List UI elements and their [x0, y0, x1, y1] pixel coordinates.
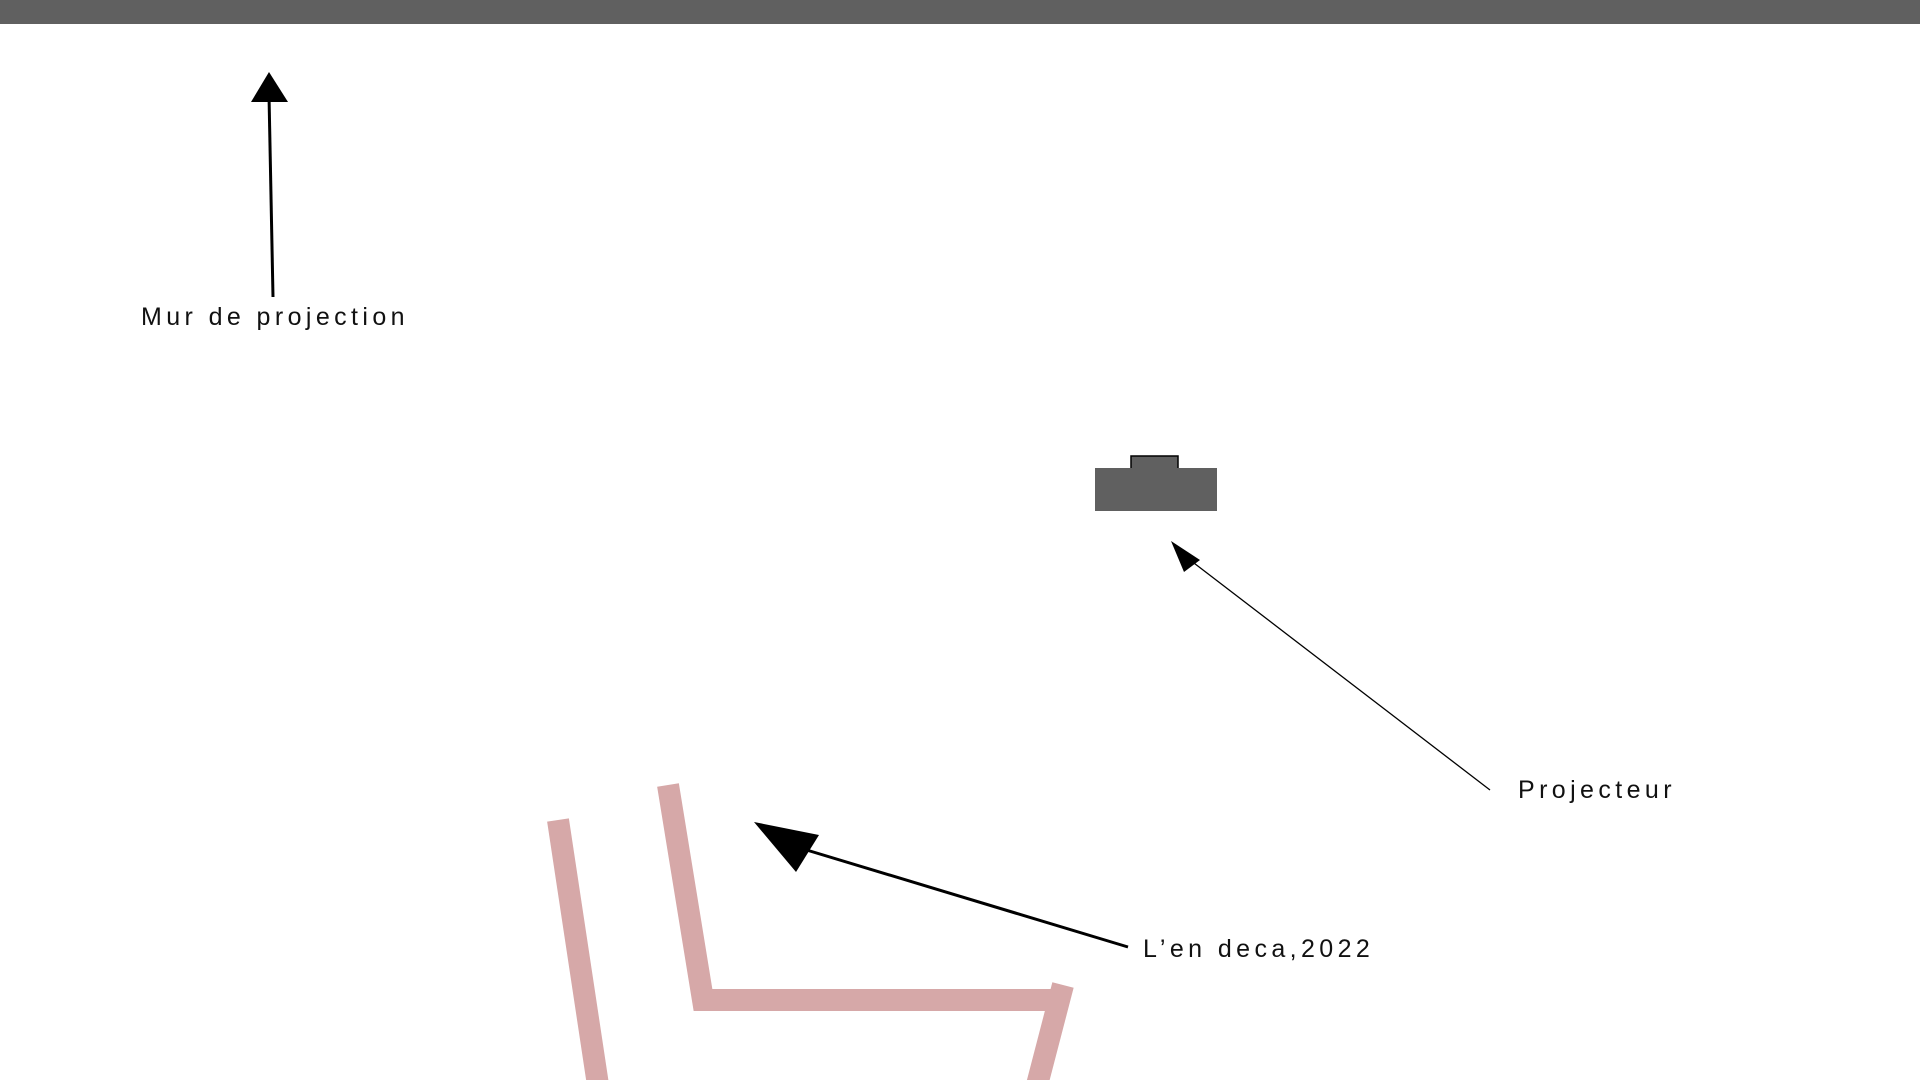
- artwork-right-leg: [1026, 982, 1074, 1080]
- wall-arrow: [251, 72, 288, 298]
- artwork-label: L’en deca,2022: [1143, 935, 1375, 963]
- artwork-structure: [547, 783, 1074, 1080]
- projection-wall-label: Mur de projection: [141, 303, 409, 331]
- projector-arrow: [1171, 541, 1491, 791]
- artwork-left-leg: [547, 818, 609, 1080]
- artwork-frame: [657, 783, 1063, 1011]
- artwork-arrow: [754, 822, 1129, 949]
- projector-body: [1095, 468, 1217, 511]
- projector-label: Projecteur: [1518, 776, 1676, 804]
- projector-icon: [1095, 455, 1217, 511]
- projector-lens: [1130, 455, 1179, 470]
- projection-wall: [0, 0, 1920, 24]
